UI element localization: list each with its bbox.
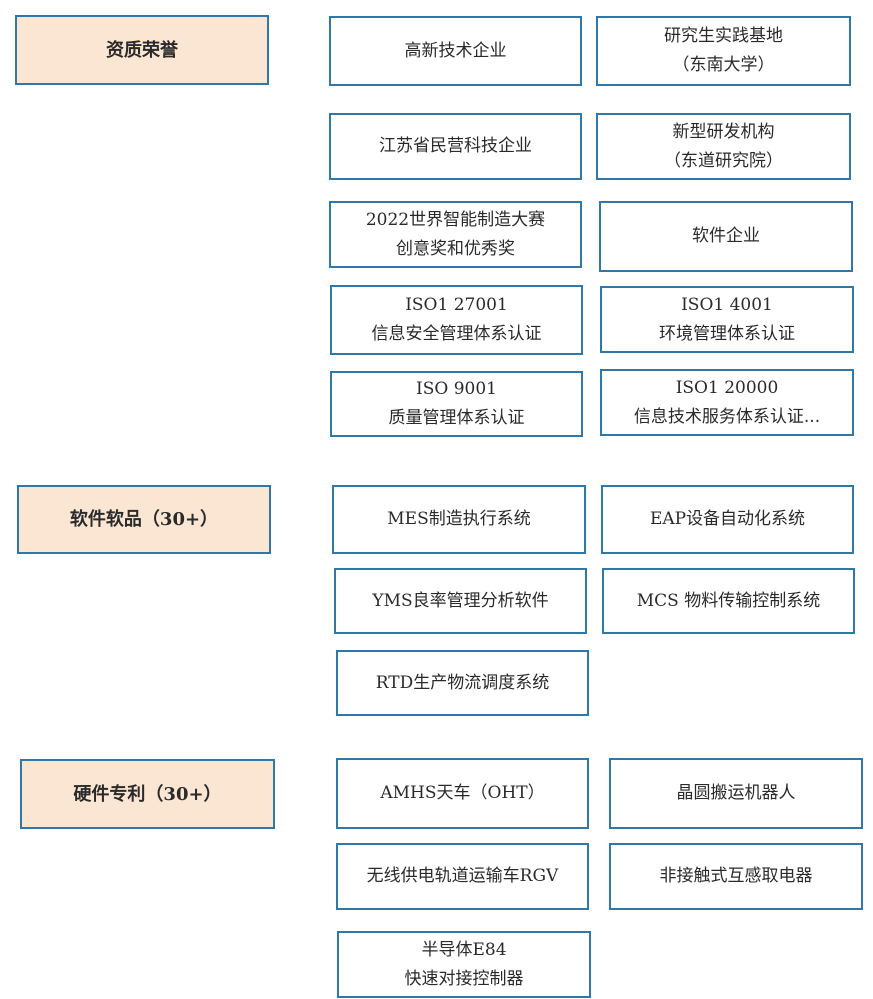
item-line1: 研究生实践基地 bbox=[664, 26, 783, 46]
hardware-item-wafer-robot: 晶圆搬运机器人 bbox=[609, 758, 863, 829]
item-line1: 软件企业 bbox=[692, 226, 760, 246]
item-line2: 环境管理体系认证 bbox=[659, 323, 795, 344]
software-item-eap: EAP设备自动化系统 bbox=[601, 485, 854, 554]
item-line2: 信息安全管理体系认证 bbox=[371, 324, 542, 344]
category-honors: 资质荣誉 bbox=[15, 15, 269, 85]
category-label: 软件软品（30+） bbox=[69, 509, 219, 530]
honor-item-high-tech: 高新技术企业 bbox=[329, 16, 582, 86]
item-line2: （东南大学） bbox=[672, 55, 775, 75]
item-line1: ISO1 27001 bbox=[405, 295, 508, 315]
item-line1: 新型研发机构 bbox=[672, 121, 775, 142]
category-software: 软件软品（30+） bbox=[17, 485, 271, 554]
item-line1: 非接触式互感取电器 bbox=[659, 866, 813, 886]
item-line2: （东道研究院） bbox=[664, 150, 783, 171]
item-line1: ISO1 4001 bbox=[681, 294, 773, 315]
honor-item-private-tech: 江苏省民营科技企业 bbox=[329, 113, 582, 180]
honor-item-software-enterprise: 软件企业 bbox=[599, 201, 853, 272]
item-line1: 高新技术企业 bbox=[404, 40, 507, 61]
hardware-item-rgv: 无线供电轨道运输车RGV bbox=[336, 843, 589, 910]
honor-item-iso14001: ISO1 4001 环境管理体系认证 bbox=[600, 286, 854, 353]
category-label: 资质荣誉 bbox=[106, 39, 178, 61]
item-line2: 快速对接控制器 bbox=[404, 968, 524, 989]
honor-item-iso27001: ISO1 27001 信息安全管理体系认证 bbox=[330, 285, 583, 355]
item-line1: YMS良率管理分析软件 bbox=[372, 590, 549, 611]
item-line1: ISO 9001 bbox=[416, 379, 497, 399]
software-item-rtd: RTD生产物流调度系统 bbox=[336, 650, 589, 716]
hardware-item-inductive-power: 非接触式互感取电器 bbox=[609, 843, 863, 910]
item-line1: 无线供电轨道运输车RGV bbox=[366, 866, 559, 886]
honor-item-rd-institution: 新型研发机构 （东道研究院） bbox=[596, 113, 851, 180]
hardware-item-e84: 半导体E84 快速对接控制器 bbox=[337, 931, 591, 998]
software-item-yms: YMS良率管理分析软件 bbox=[334, 568, 587, 634]
item-line2: 质量管理体系认证 bbox=[388, 408, 525, 428]
item-line2: 信息技术服务体系认证... bbox=[633, 406, 821, 427]
hardware-item-amhs: AMHS天车（OHT） bbox=[336, 758, 589, 829]
item-line2: 创意奖和优秀奖 bbox=[396, 238, 515, 259]
item-line1: EAP设备自动化系统 bbox=[649, 509, 806, 529]
item-line1: 晶圆搬运机器人 bbox=[676, 783, 796, 803]
item-line1: 半导体E84 bbox=[421, 939, 507, 960]
software-item-mes: MES制造执行系统 bbox=[332, 485, 586, 554]
item-line1: AMHS天车（OHT） bbox=[380, 783, 545, 803]
item-line1: MCS 物料传输控制系统 bbox=[636, 590, 821, 611]
category-hardware: 硬件专利（30+） bbox=[20, 759, 275, 829]
category-label: 硬件专利（30+） bbox=[73, 783, 222, 805]
item-line1: MES制造执行系统 bbox=[387, 509, 531, 529]
honor-item-competition: 2022世界智能制造大赛 创意奖和优秀奖 bbox=[329, 201, 582, 268]
item-line1: 2022世界智能制造大赛 bbox=[365, 209, 546, 230]
honor-item-practice-base: 研究生实践基地 （东南大学） bbox=[596, 16, 851, 86]
item-line1: 江苏省民营科技企业 bbox=[379, 136, 532, 156]
software-item-mcs: MCS 物料传输控制系统 bbox=[602, 568, 855, 634]
item-line1: RTD生产物流调度系统 bbox=[375, 672, 550, 693]
item-line1: ISO1 20000 bbox=[675, 377, 779, 398]
honor-item-iso9001: ISO 9001 质量管理体系认证 bbox=[330, 371, 583, 437]
honor-item-iso20000: ISO1 20000 信息技术服务体系认证... bbox=[600, 369, 854, 436]
